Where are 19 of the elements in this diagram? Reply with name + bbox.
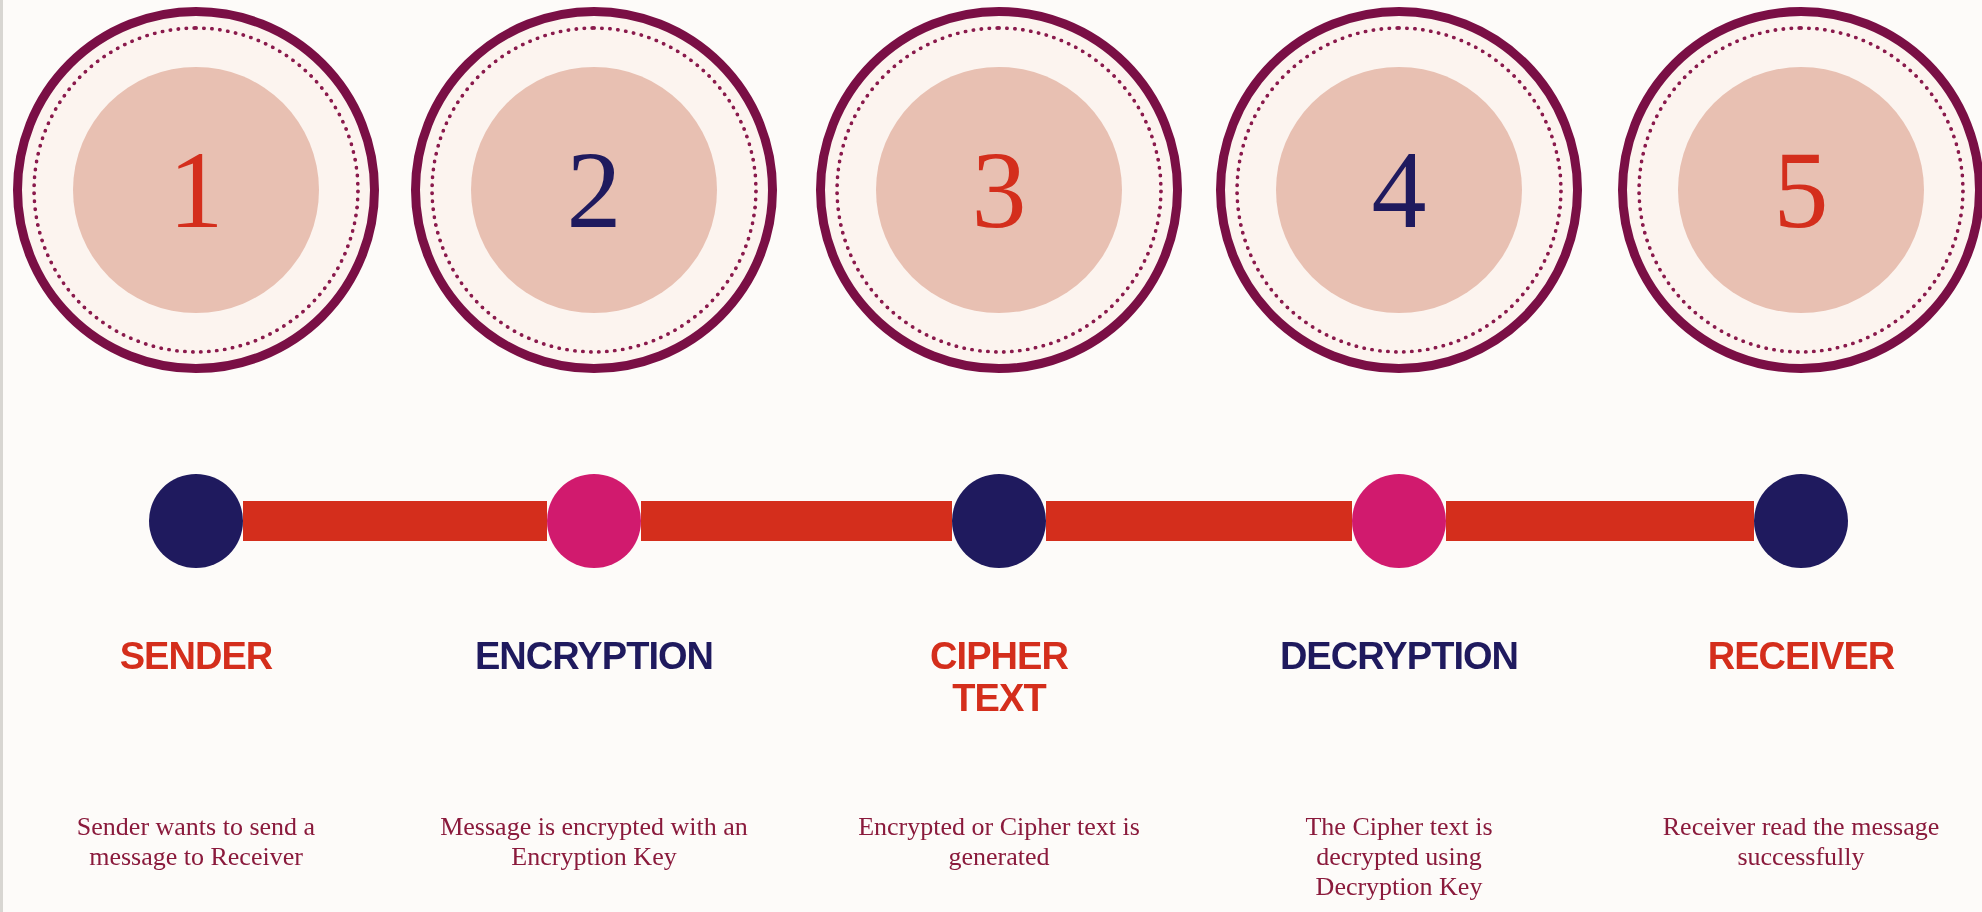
step-number: 4	[1371, 135, 1427, 245]
timeline-bar	[1046, 501, 1352, 541]
timeline-bar	[1446, 501, 1754, 541]
step-number: 2	[566, 135, 622, 245]
step-number: 5	[1773, 135, 1829, 245]
step-description: Sender wants to send a message to Receiver	[75, 812, 317, 872]
step-description: Message is encrypted with an Encryption Key	[439, 812, 749, 872]
timeline-bar	[243, 501, 547, 541]
step-title: ENCRYPTION	[473, 636, 715, 678]
step-description: Encrypted or Cipher text is generated	[857, 812, 1141, 872]
step-description: Receiver read the message successfully	[1661, 812, 1941, 872]
step-number: 3	[971, 135, 1027, 245]
step-title: RECEIVER	[1706, 636, 1896, 678]
step-description: The Cipher text is decrypted using Decryption Key	[1304, 812, 1494, 902]
timeline-bar	[641, 501, 952, 541]
step-title: CIPHER TEXT	[929, 636, 1069, 720]
step-title: SENDER	[118, 636, 274, 678]
step-title: DECRYPTION	[1278, 636, 1520, 678]
step-number: 1	[168, 135, 224, 245]
